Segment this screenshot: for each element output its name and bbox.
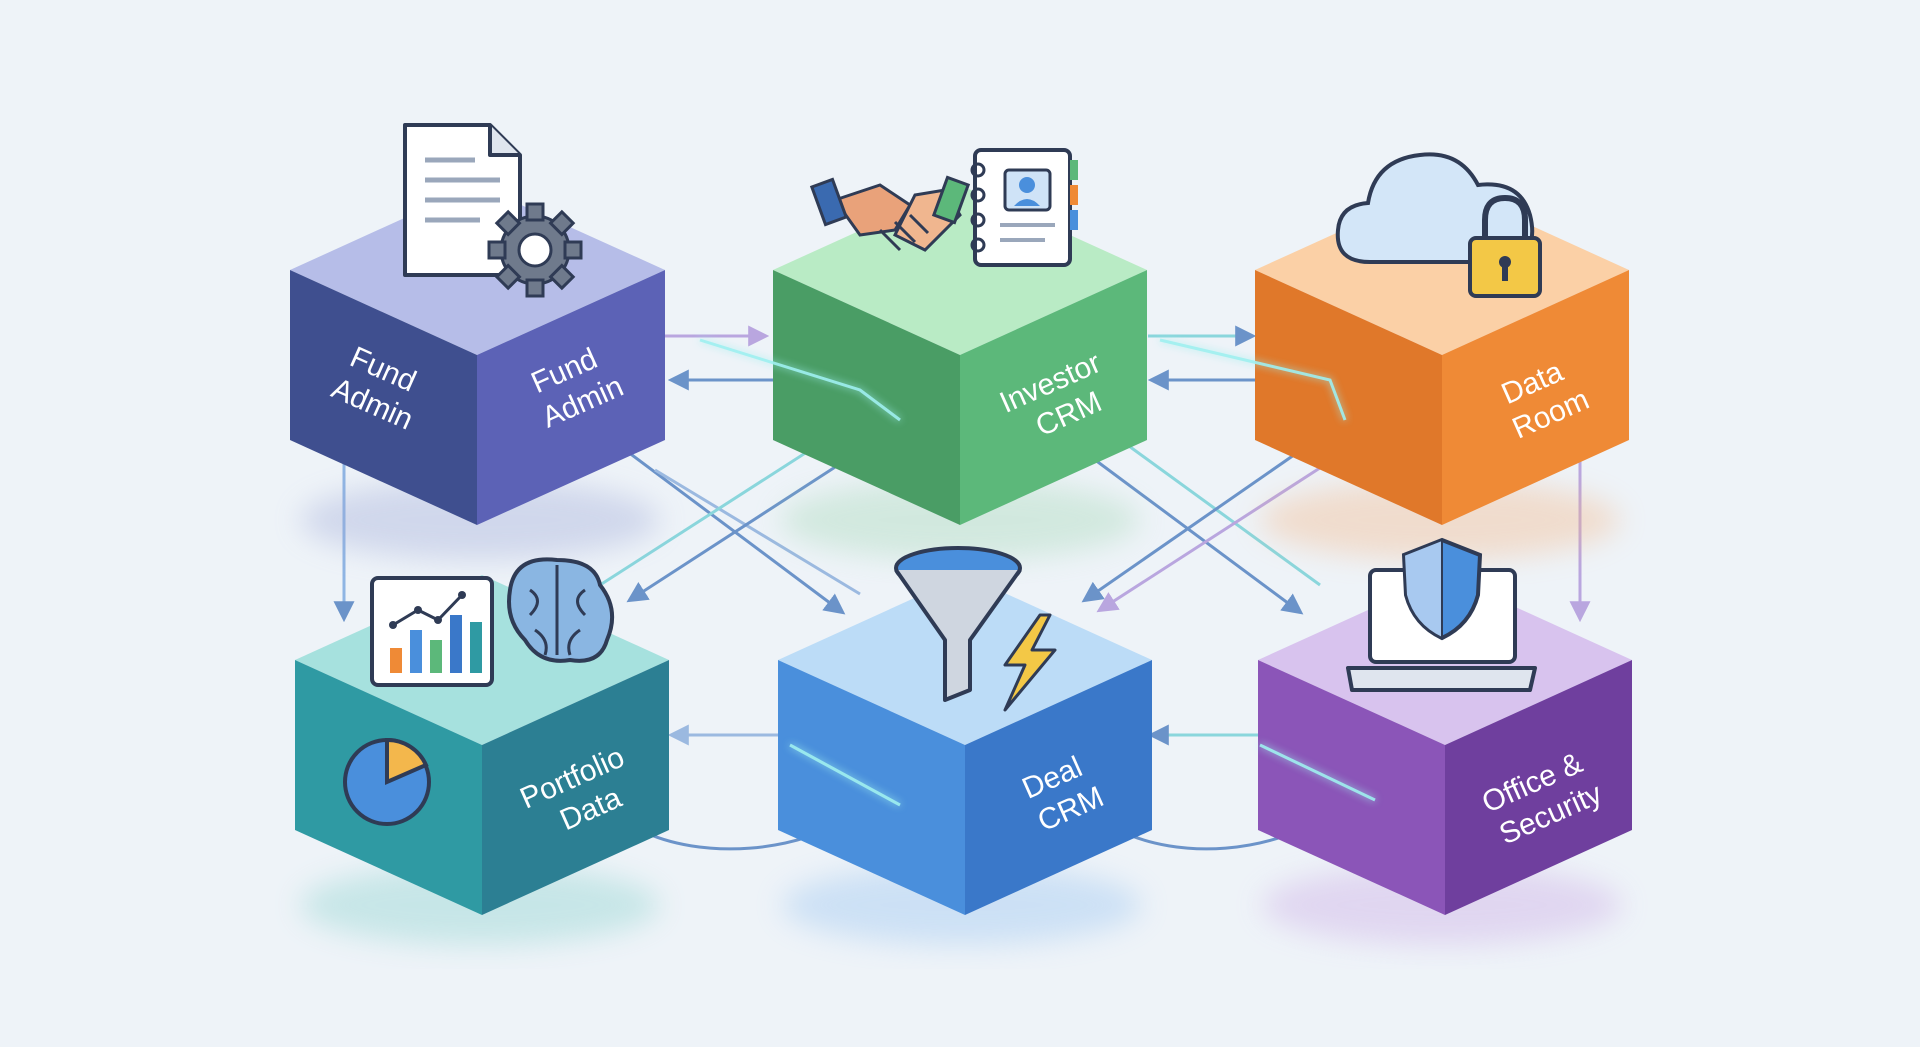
connector-fund-to-deal-2 xyxy=(654,468,861,596)
connectors xyxy=(333,325,1591,851)
bar-chart-icon xyxy=(370,576,494,687)
pie-chart-icon xyxy=(343,737,431,826)
funnel-icon xyxy=(894,546,1022,702)
cloud-lock-icon xyxy=(1335,152,1542,298)
cube-deal-crm[interactable]: Deal CRM xyxy=(778,575,1152,945)
connector-dataroom-to-deal xyxy=(1081,428,1331,603)
laptop-shield-icon xyxy=(1346,537,1537,692)
contact-book-icon xyxy=(970,148,1078,267)
brain-icon xyxy=(507,557,615,663)
lightning-icon xyxy=(1003,613,1057,712)
connector-dataroom-to-deal-light xyxy=(1096,453,1341,613)
cube-fund-admin[interactable]: Fund Admin Fund Admin xyxy=(290,185,665,560)
cube-data-room[interactable]: Data Room xyxy=(1255,185,1629,560)
cube-office-security[interactable]: Office & Security xyxy=(1258,575,1632,945)
connector-investor-to-office-light xyxy=(1099,423,1321,587)
handshake-icon xyxy=(809,175,971,252)
glow-streaks xyxy=(699,338,1376,807)
connector-fund-to-deal-1 xyxy=(611,438,846,615)
cube-investor-crm[interactable]: Investor CRM xyxy=(773,185,1147,560)
document-gear-icon xyxy=(403,123,583,298)
